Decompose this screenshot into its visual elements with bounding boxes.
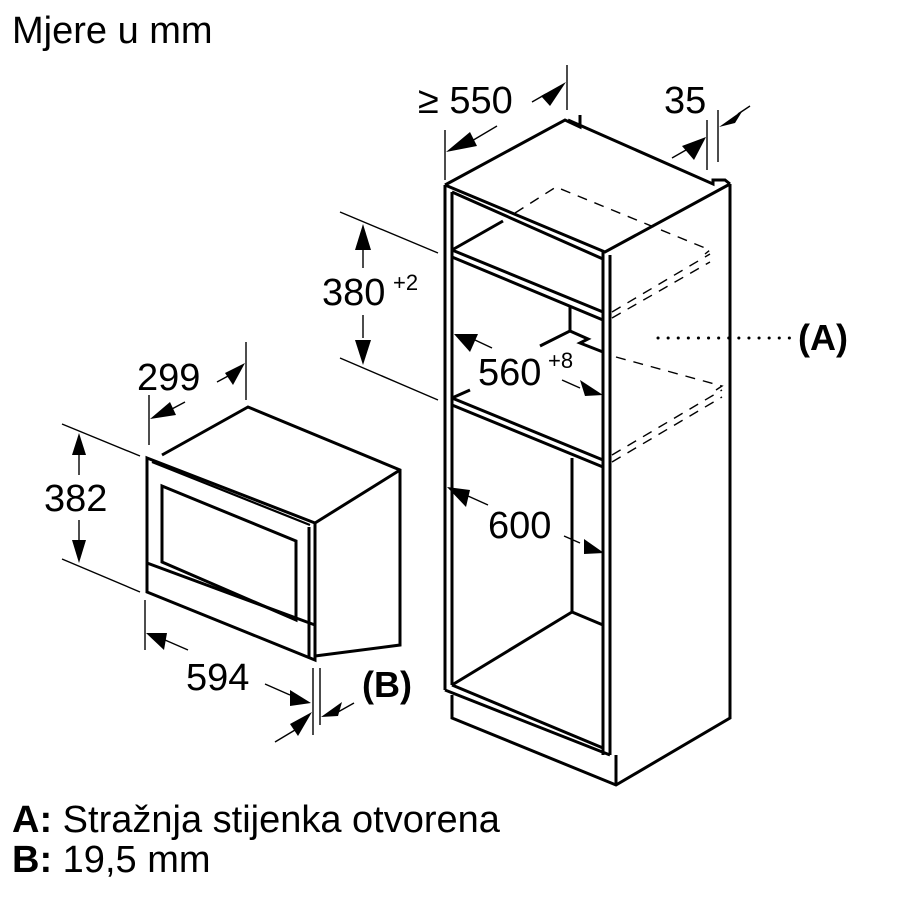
legend-key: B:: [12, 839, 53, 881]
legend-key: A:: [12, 799, 53, 841]
niche-width-tolerance: +8: [548, 348, 573, 373]
built-in-appliance: [145, 405, 402, 663]
legend-item-b: B: 19,5 mm: [12, 840, 500, 880]
legend-text: 19,5 mm: [62, 839, 211, 881]
niche-height-tolerance: +2: [393, 270, 418, 295]
legend: A: Stražnja stijenka otvorena B: 19,5 mm: [12, 800, 500, 880]
cabinet-depth-label: ≥ 550: [418, 80, 513, 122]
legend-text: Stražnja stijenka otvorena: [62, 799, 500, 841]
niche-height-label: 380: [322, 272, 385, 314]
callout-b: (B): [362, 664, 412, 705]
tall-cabinet: [443, 115, 792, 787]
dimension-lines: [61, 65, 751, 743]
appliance-depth-label: 299: [137, 357, 200, 399]
appliance-width-label: 594: [186, 657, 249, 699]
niche-width-label: 560: [478, 352, 541, 394]
callout-a: (A): [798, 317, 848, 358]
legend-item-a: A: Stražnja stijenka otvorena: [12, 800, 500, 840]
appliance-height-label: 382: [44, 478, 107, 520]
cabinet-width-label: 600: [488, 505, 551, 547]
top-offset-label: 35: [664, 80, 706, 122]
page-title: Mjere u mm: [12, 10, 213, 52]
